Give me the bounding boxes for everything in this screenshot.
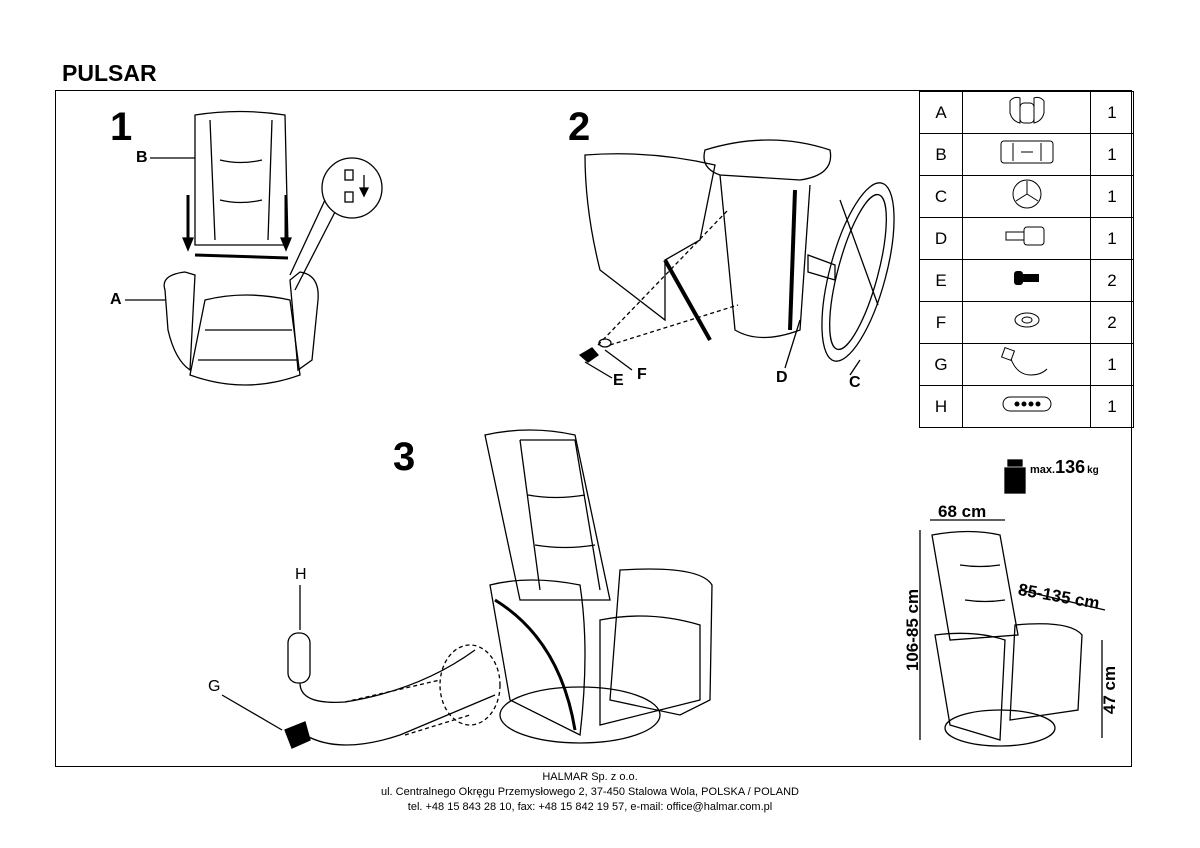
product-title: PULSAR [62, 60, 157, 86]
step-2-number: 2 [568, 105, 591, 149]
dimension-height: 106-85 cm [903, 588, 922, 672]
part-quantity: 1 [1090, 343, 1134, 386]
footer: HALMAR Sp. z o.o. ul. Centralnego Okręgu… [0, 770, 1180, 815]
label-a: A [110, 291, 122, 308]
step1-backrest-drawing [150, 110, 292, 260]
power-adapter-icon [962, 343, 1091, 386]
label-f: F [637, 366, 647, 383]
footer-company: HALMAR Sp. z o.o. [542, 771, 638, 783]
part-quantity: 1 [1090, 175, 1134, 218]
dimension-seat-height: 47 cm [1100, 665, 1119, 715]
part-letter: H [919, 385, 963, 428]
step1-detail-callout [289, 157, 383, 291]
dimension-width: 68 cm [938, 502, 987, 521]
washer-icon [962, 301, 1091, 344]
weight-icon [1004, 459, 1026, 494]
label-e: E [613, 372, 624, 389]
part-letter: A [919, 91, 963, 134]
step-1-number: 1 [110, 105, 133, 149]
part-letter: D [919, 217, 963, 260]
label-d: D [776, 369, 788, 386]
max-load-unit: kg [1087, 465, 1099, 476]
swivel-base-icon [962, 175, 1091, 218]
label-b: B [136, 149, 148, 166]
part-quantity: 2 [1090, 259, 1134, 302]
max-load-value: 136 [1055, 457, 1086, 477]
footer-address: ul. Centralnego Okręgu Przemysłowego 2, … [380, 786, 799, 798]
connector-pipe-icon [962, 217, 1091, 260]
part-quantity: 1 [1090, 91, 1134, 134]
part-letter: C [919, 175, 963, 218]
label-c: C [849, 374, 861, 391]
part-letter: E [919, 259, 963, 302]
part-letter: F [919, 301, 963, 344]
step1-seat-drawing [125, 271, 319, 386]
step3-chair-drawing [221, 429, 713, 749]
dimension-chair-drawing [919, 519, 1106, 747]
step-3-number: 3 [393, 435, 416, 479]
label-g: G [208, 678, 221, 695]
footer-contact: tel. +48 15 843 28 10, fax: +48 15 842 1… [407, 801, 773, 813]
max-load-prefix: max. [1030, 464, 1056, 476]
part-quantity: 2 [1090, 301, 1134, 344]
part-quantity: 1 [1090, 133, 1134, 176]
part-quantity: 1 [1090, 217, 1134, 260]
backrest-icon [962, 133, 1091, 176]
label-h: H [295, 566, 307, 583]
chair-base-icon [962, 91, 1091, 134]
instruction-frame [55, 90, 1132, 767]
part-letter: G [919, 343, 963, 386]
part-quantity: 1 [1090, 385, 1134, 428]
remote-control-icon [962, 385, 1091, 428]
part-letter: B [919, 133, 963, 176]
bolt-icon [962, 259, 1091, 302]
step2-drawing [578, 139, 895, 379]
